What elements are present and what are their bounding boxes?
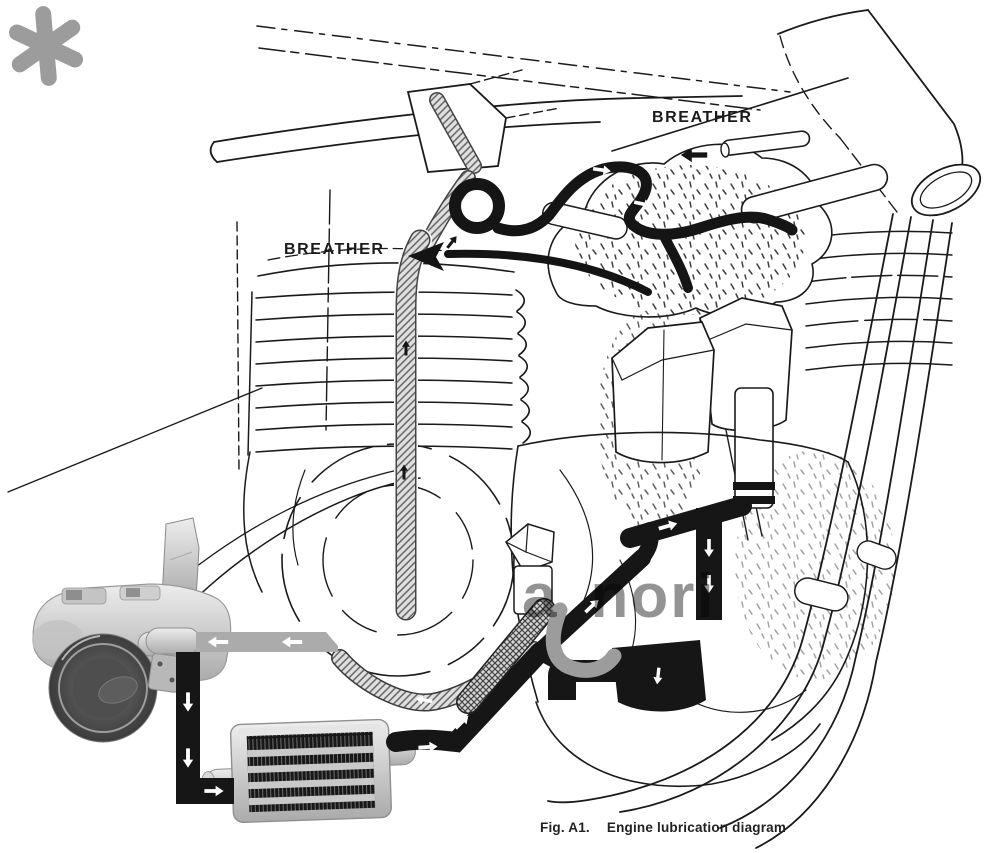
gray-pump-pipe bbox=[545, 602, 622, 678]
breather-flow-arrow-icon bbox=[444, 233, 460, 251]
breather-label-left: BREATHER bbox=[284, 241, 385, 258]
oil-cooler-photo bbox=[200, 718, 416, 824]
breather-duct-hatched bbox=[394, 92, 482, 622]
oil-flow-arrow-icon bbox=[536, 179, 558, 195]
figure-caption: Fig. A1. Engine lubrication diagram bbox=[540, 820, 786, 835]
cooler-to-engine-pipe bbox=[386, 642, 550, 753]
figure-title: Engine lubrication diagram bbox=[606, 820, 787, 835]
oil-filter-photo bbox=[32, 517, 232, 743]
leader-line bbox=[611, 77, 849, 152]
breather-outlet-tube bbox=[611, 77, 849, 163]
oil-pipe-montage bbox=[145, 496, 752, 804]
pump-gallery-pipe bbox=[620, 496, 752, 548]
frame-linework bbox=[7, 9, 982, 849]
breather-label-top: BREATHER bbox=[652, 109, 753, 126]
figure-number: Fig. A1. bbox=[540, 820, 590, 835]
pump-feed-pipe bbox=[696, 508, 722, 620]
breather-arrow-left bbox=[408, 242, 652, 296]
filter-to-cooler-pipe bbox=[176, 652, 234, 804]
gray-feed-pipe bbox=[196, 632, 338, 652]
oil-line-top bbox=[408, 77, 889, 296]
